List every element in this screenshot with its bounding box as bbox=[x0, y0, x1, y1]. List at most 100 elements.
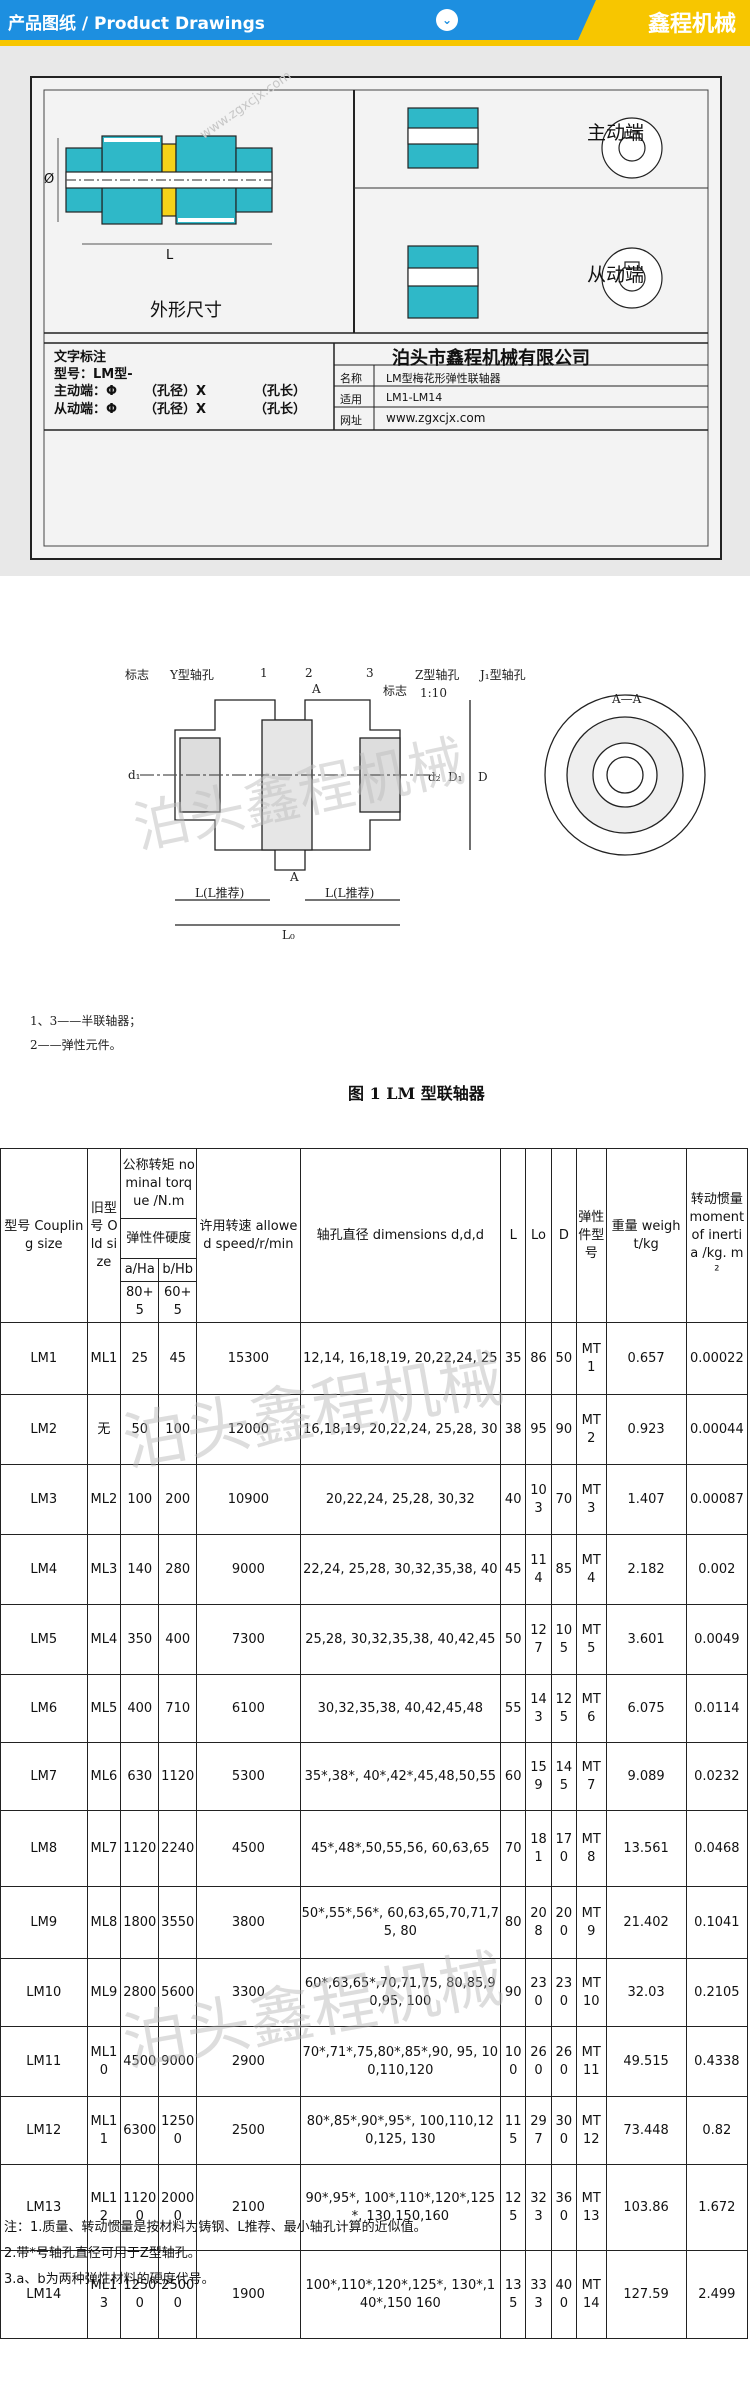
cell-a: 630 bbox=[120, 1742, 160, 1811]
label-part-3: 3 bbox=[366, 666, 374, 680]
cell-speed: 2100 bbox=[196, 2164, 301, 2251]
note-3: 3.a、b为两种弹性材料的硬度代号。 bbox=[4, 2272, 215, 2287]
cell-dia: 20,22,24, 25,28, 30,32 bbox=[299, 1464, 502, 1535]
cell-el: MT14 bbox=[575, 2250, 607, 2339]
cell-w: 13.561 bbox=[605, 1810, 687, 1887]
cell-D: 85 bbox=[550, 1534, 577, 1605]
cell-speed: 2500 bbox=[196, 2096, 301, 2165]
cell-speed: 4500 bbox=[196, 1810, 301, 1887]
label-part-2: 2 bbox=[305, 666, 313, 680]
cell-w: 73.448 bbox=[605, 2096, 687, 2165]
cell-a: 11200 bbox=[120, 2164, 160, 2251]
cell-D: 300 bbox=[550, 2096, 577, 2165]
product-drawing: 外形尺寸 L Ø 主动端 从动端 文字标注 型号：LM型- 主动端：Φ （孔径）… bbox=[0, 46, 750, 576]
cell-Lo: 103 bbox=[525, 1464, 552, 1535]
label-L-right: L(L推荐) bbox=[325, 886, 375, 900]
cell-a: 6300 bbox=[120, 2096, 160, 2165]
cell-L: 50 bbox=[500, 1604, 527, 1675]
cell-b: 12500 bbox=[158, 2096, 198, 2165]
cell-i: 0.00044 bbox=[685, 1394, 749, 1465]
cell-L: 60 bbox=[500, 1742, 527, 1811]
drive-line-a: 主动端：Φ bbox=[54, 384, 118, 399]
drive-end-label: 主动端 bbox=[587, 122, 645, 144]
cell-D: 230 bbox=[550, 1958, 577, 2027]
cell-model: LM7 bbox=[0, 1742, 88, 1811]
col-D: D bbox=[550, 1148, 577, 1323]
cell-i: 2.499 bbox=[685, 2250, 749, 2339]
cell-D: 50 bbox=[550, 1322, 577, 1395]
cell-L: 70 bbox=[500, 1810, 527, 1887]
cell-speed: 12000 bbox=[196, 1394, 301, 1465]
col-elastic: 弹性件型号 bbox=[575, 1148, 607, 1323]
cell-a: 2800 bbox=[120, 1958, 160, 2027]
cell-L: 100 bbox=[500, 2026, 527, 2097]
cell-dia: 60*,63,65*,70,71,75, 80,85,90,95, 100 bbox=[299, 1958, 502, 2027]
cell-b: 400 bbox=[158, 1604, 198, 1675]
cell-old: ML7 bbox=[86, 1810, 122, 1887]
cell-model: LM2 bbox=[0, 1394, 88, 1465]
cell-model: LM14 bbox=[0, 2250, 88, 2339]
cell-Lo: 143 bbox=[525, 1674, 552, 1743]
cell-w: 1.407 bbox=[605, 1464, 687, 1535]
cell-old: ML13 bbox=[86, 2250, 122, 2339]
cell-old: ML5 bbox=[86, 1674, 122, 1743]
col-hb: b/Hb bbox=[158, 1258, 198, 1282]
cell-dia: 90*,95*, 100*,110*,120*,125*, 130,150,16… bbox=[299, 2164, 502, 2251]
cell-old: ML8 bbox=[86, 1886, 122, 1959]
cell-i: 0.0232 bbox=[685, 1742, 749, 1811]
cell-model: LM1 bbox=[0, 1322, 88, 1395]
cell-w: 9.089 bbox=[605, 1742, 687, 1811]
drive-line-c: （孔长） bbox=[254, 384, 307, 399]
cell-i: 0.002 bbox=[685, 1534, 749, 1605]
cell-old: ML2 bbox=[86, 1464, 122, 1535]
cell-old: ML12 bbox=[86, 2164, 122, 2251]
cell-Lo: 260 bbox=[525, 2026, 552, 2097]
label-mark-1: 标志 bbox=[125, 668, 150, 682]
col-hardness: 弹性件硬度 bbox=[120, 1218, 198, 1259]
cell-b: 20000 bbox=[158, 2164, 198, 2251]
brand-name: 鑫程机械 bbox=[647, 12, 736, 37]
cell-Lo: 159 bbox=[525, 1742, 552, 1811]
cell-w: 2.182 bbox=[605, 1534, 687, 1605]
cell-w: 3.601 bbox=[605, 1604, 687, 1675]
label-j1-bore: J₁型轴孔 bbox=[480, 668, 526, 682]
cell-old: ML11 bbox=[86, 2096, 122, 2165]
cell-Lo: 323 bbox=[525, 2164, 552, 2251]
col-ha-value: 80+5 bbox=[120, 1281, 160, 1323]
cell-a: 1120 bbox=[120, 1810, 160, 1887]
apply-label: 适用 bbox=[340, 393, 362, 406]
cell-w: 103.86 bbox=[605, 2164, 687, 2251]
col-old: 旧型号 Old size bbox=[86, 1148, 122, 1323]
cell-model: LM9 bbox=[0, 1886, 88, 1959]
cell-el: MT1 bbox=[575, 1322, 607, 1395]
outline-dim-label: 外形尺寸 bbox=[150, 300, 222, 321]
cell-model: LM12 bbox=[0, 2096, 88, 2165]
chevron-down-icon[interactable]: ⌄ bbox=[436, 9, 458, 31]
cell-L: 40 bbox=[500, 1464, 527, 1535]
cell-b: 200 bbox=[158, 1464, 198, 1535]
cell-L: 115 bbox=[500, 2096, 527, 2165]
col-ha: a/Ha bbox=[120, 1258, 160, 1282]
label-d2: d₂ bbox=[428, 770, 441, 784]
cell-old: ML4 bbox=[86, 1604, 122, 1675]
cell-Lo: 333 bbox=[525, 2250, 552, 2339]
label-L-left: L(L推荐) bbox=[195, 886, 245, 900]
cell-i: 0.82 bbox=[685, 2096, 749, 2165]
note-2: 2.带*号轴孔直径可用于Z型轴孔。 bbox=[4, 2246, 201, 2261]
cell-dia: 16,18,19, 20,22,24, 25,28, 30 bbox=[299, 1394, 502, 1465]
label-part-1: 1 bbox=[260, 666, 268, 680]
cell-L: 35 bbox=[500, 1322, 527, 1395]
cell-D: 360 bbox=[550, 2164, 577, 2251]
drawing-sheet: 外形尺寸 L Ø 主动端 从动端 文字标注 型号：LM型- 主动端：Φ （孔径）… bbox=[30, 68, 722, 560]
cell-Lo: 181 bbox=[525, 1810, 552, 1887]
cell-dia: 22,24, 25,28, 30,32,35,38, 40 bbox=[299, 1534, 502, 1605]
driven-line-c: （孔长） bbox=[254, 402, 307, 417]
driven-line-b: （孔径）X bbox=[144, 402, 207, 417]
cell-speed: 9000 bbox=[196, 1534, 301, 1605]
